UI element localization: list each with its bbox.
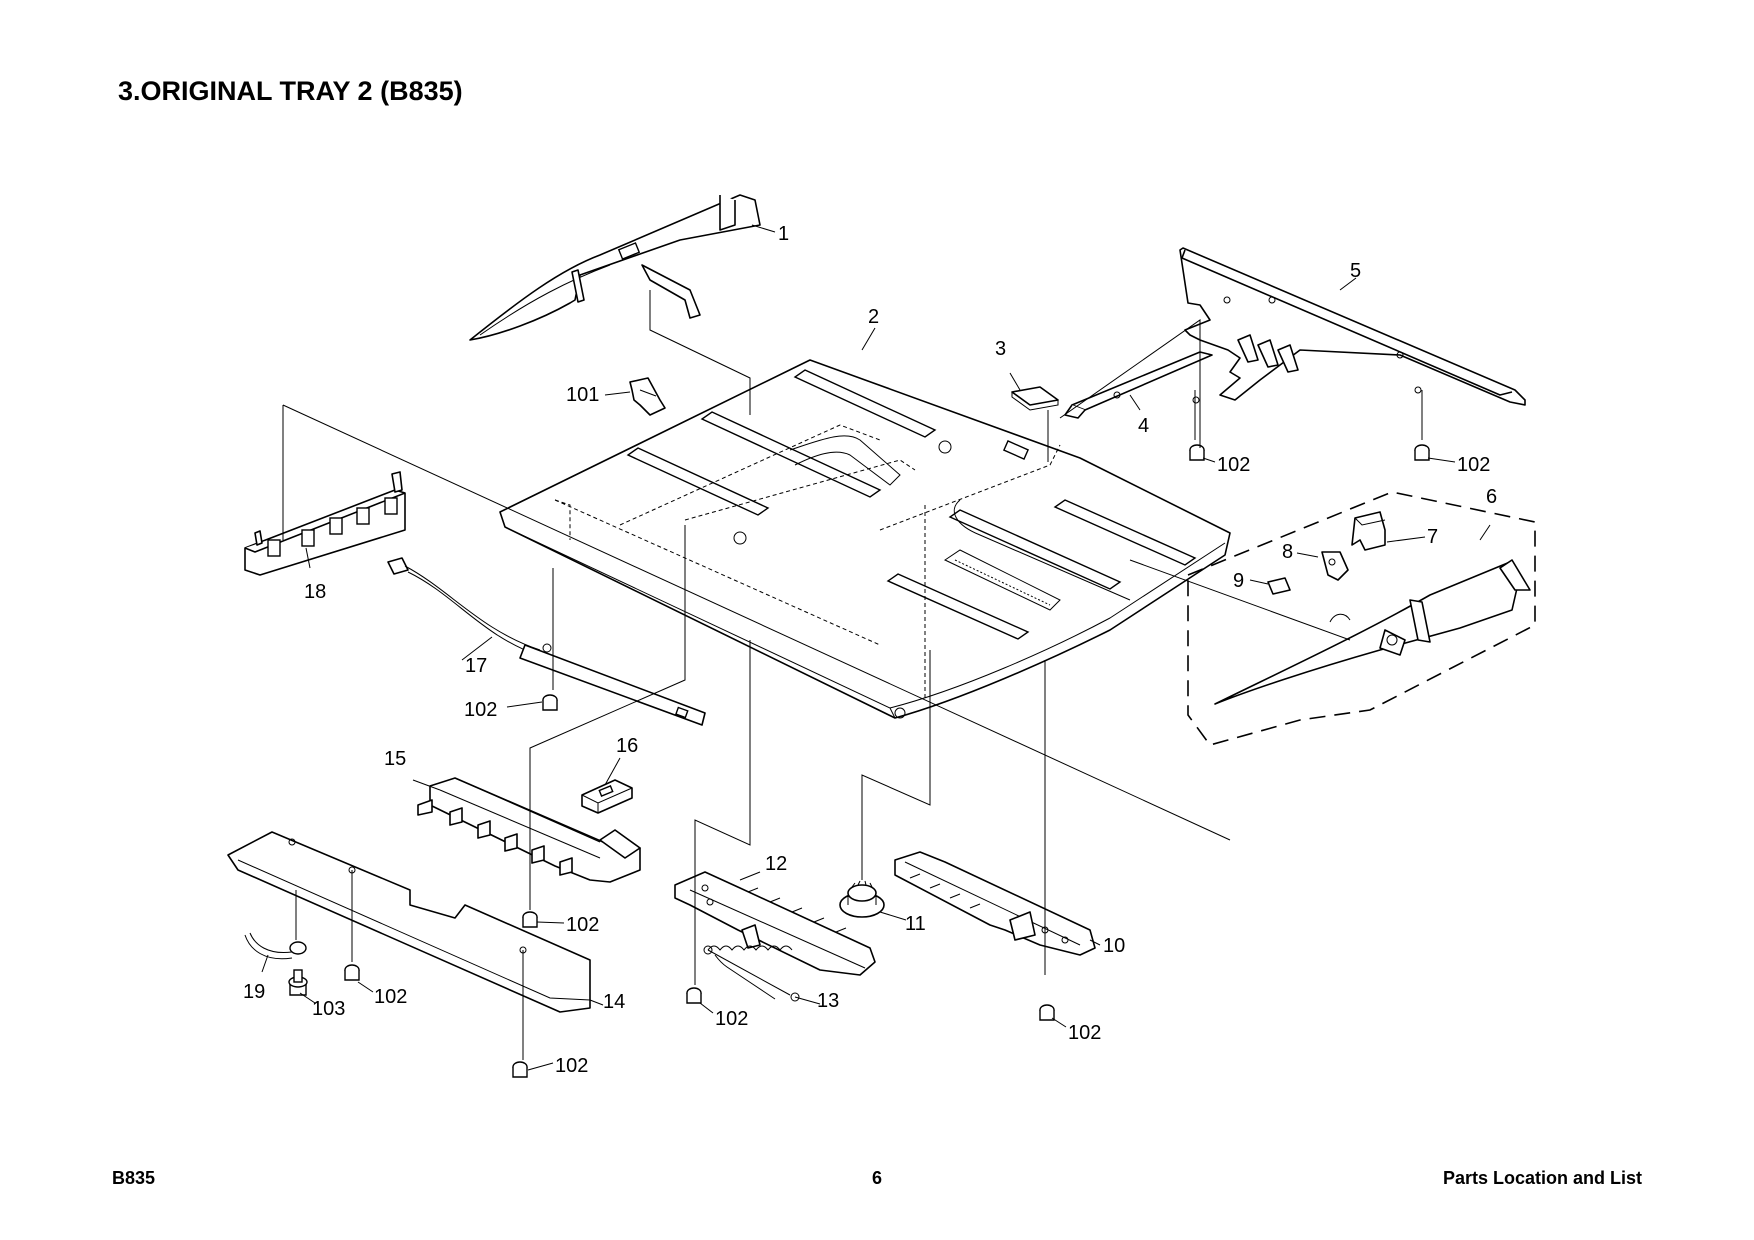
part-14-guide-plate [227,831,591,1013]
page-title: 3.ORIGINAL TRAY 2 (B835) [118,76,463,106]
part-17-harness [387,557,706,726]
screw-102-e [344,964,360,981]
callout-19: 19 [243,981,265,1003]
screw-102-g [686,987,702,1004]
part-18-connector-housing [244,471,406,576]
callout-labels: 1 2 3 4 5 6 7 8 9 10 11 12 13 14 15 16 1… [243,223,1497,1077]
callout-102-b: 102 [1457,454,1490,476]
part-101-clip [629,377,666,416]
screw-102-c [542,694,558,711]
footer-page-number: 6 [871,1168,882,1188]
footer-section-name: Parts Location and List [1442,1168,1642,1188]
screw-102-d [522,911,538,928]
part-7-sensor [1351,511,1386,551]
footer-model-code: B835 [112,1168,156,1188]
part-12-rack [674,871,876,976]
part-11-gear [839,880,885,918]
callout-103: 103 [312,998,345,1020]
part-1-upper-guide [469,194,761,341]
part-4-bracket [1064,351,1213,419]
part-2-tray [499,359,1231,719]
callout-17: 17 [465,655,487,677]
callout-5: 5 [1350,260,1361,282]
screw-102-b [1414,444,1430,461]
part-10-rack [894,851,1096,956]
callout-102-e: 102 [374,986,407,1008]
screw-102-f [512,1061,528,1078]
callout-102-c: 102 [464,699,497,721]
callout-102-g: 102 [715,1008,748,1030]
part-6-group [1187,491,1536,746]
callout-9: 9 [1233,570,1244,592]
assembly-lines [282,290,1423,1060]
callout-11: 11 [905,913,926,935]
callout-14: 14 [603,991,625,1013]
callout-1: 1 [778,223,789,245]
callout-leaders [261,224,1491,1071]
callout-102-h: 102 [1068,1022,1101,1044]
screw-102-h [1039,1004,1055,1021]
part-15-holder [417,777,641,883]
callout-102-f: 102 [555,1055,588,1077]
callout-6: 6 [1486,486,1497,508]
callout-2: 2 [868,306,879,328]
callout-102-a: 102 [1217,454,1250,476]
callout-101: 101 [566,384,599,406]
callout-3: 3 [995,338,1006,360]
callout-4: 4 [1138,415,1149,437]
callout-102-d: 102 [566,914,599,936]
callout-13: 13 [817,990,839,1012]
screw-102-a [1189,444,1205,461]
callout-18: 18 [304,581,326,603]
part-19-ground-wire [244,932,307,960]
callout-7: 7 [1427,526,1438,548]
part-103-screw [288,969,308,996]
part-3-pad [1011,386,1059,411]
part-9-small-pad [1267,577,1291,595]
part-8-clip [1321,551,1349,581]
part-13-spring [703,945,800,1002]
callout-12: 12 [765,853,787,875]
callout-15: 15 [384,748,406,770]
callout-16: 16 [616,735,638,757]
part-5-sensor-bracket [1179,247,1526,406]
callout-10: 10 [1103,935,1125,957]
callout-8: 8 [1282,541,1293,563]
part-16-sensor [581,779,633,814]
